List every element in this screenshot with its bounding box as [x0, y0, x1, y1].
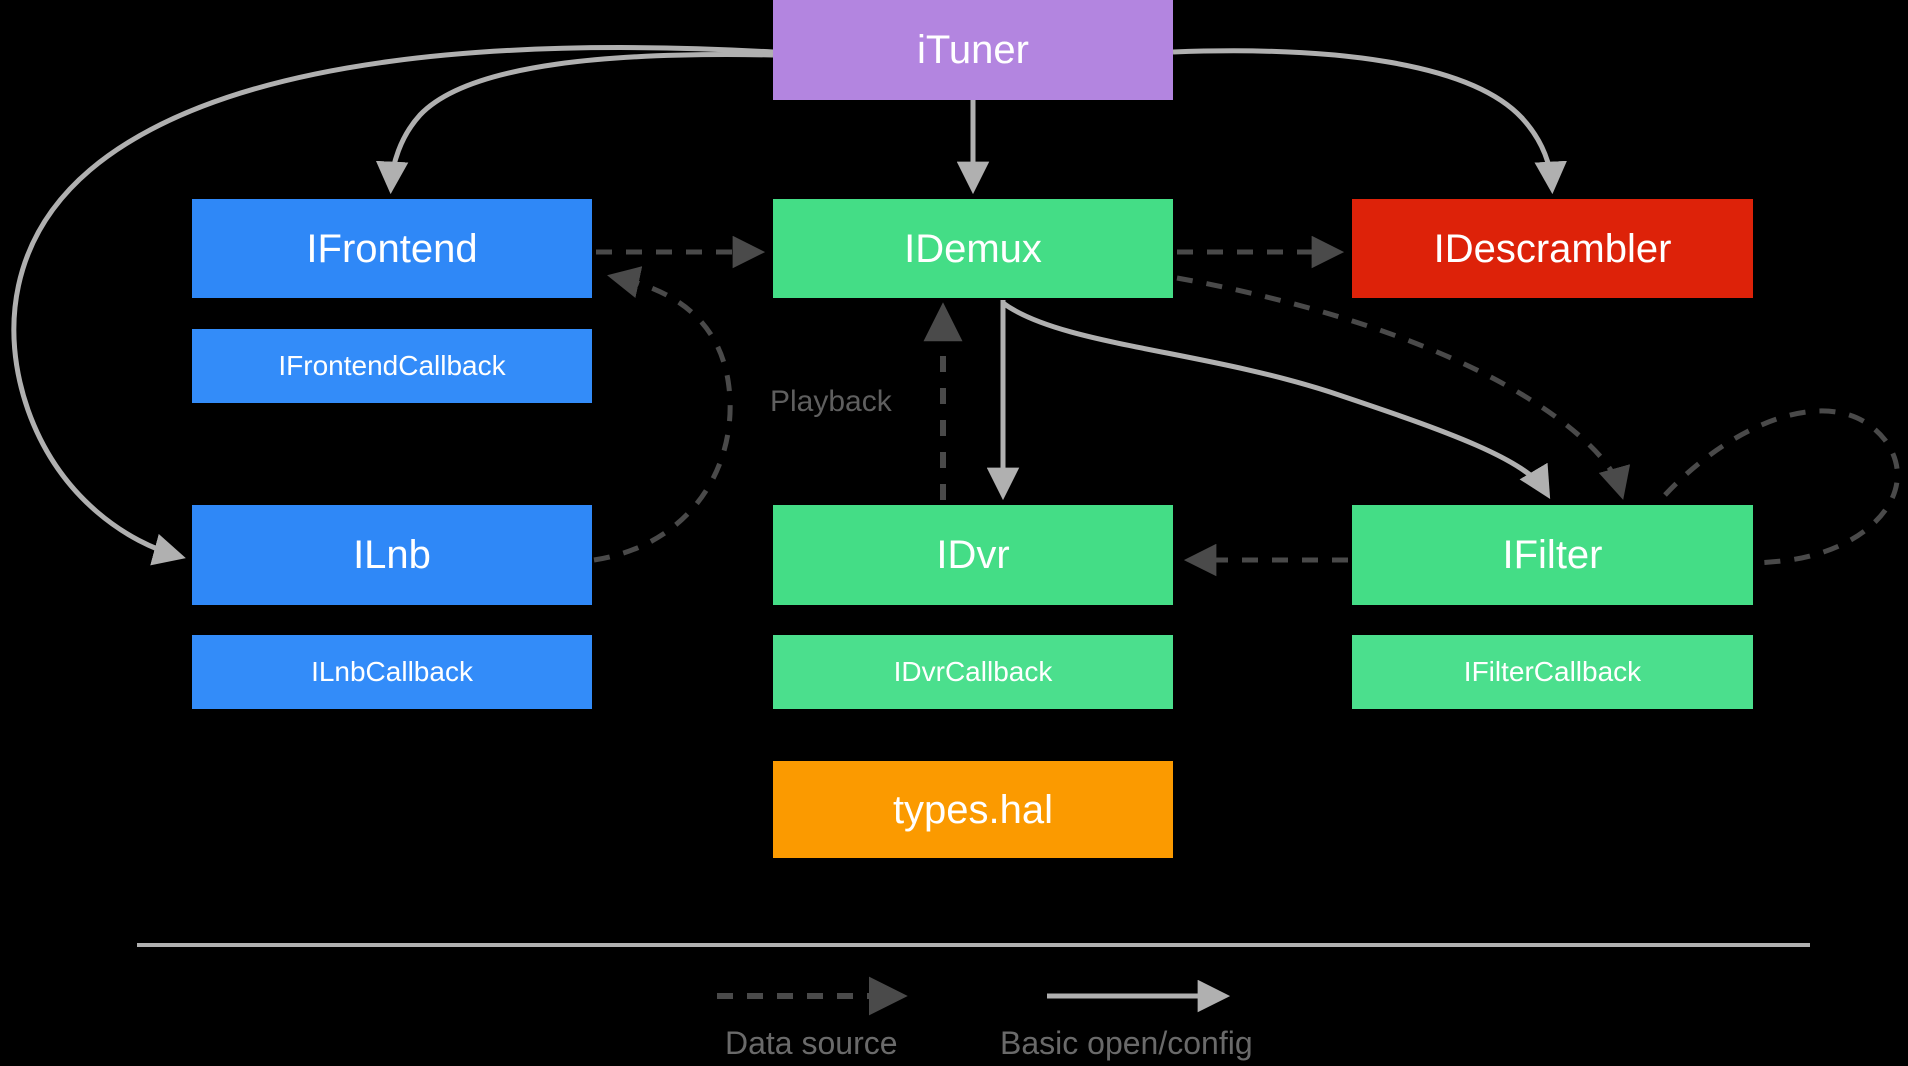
node-ifrontend-label: IFrontend: [306, 226, 478, 271]
node-ilnbcallback[interactable]: ILnbCallback: [192, 635, 592, 709]
edge-ilnb-ifrontend: [593, 266, 733, 563]
edge-ituner-ifrontend: [375, 52, 774, 195]
node-ifiltercallback[interactable]: IFilterCallback: [1352, 635, 1753, 709]
node-idescrambler[interactable]: IDescrambler: [1352, 199, 1753, 298]
node-ifilter[interactable]: IFilter: [1352, 505, 1753, 605]
node-idvr[interactable]: IDvr: [773, 505, 1173, 605]
node-ifrontendcallback-label: IFrontendCallback: [278, 349, 506, 381]
node-typeshal[interactable]: types.hal: [773, 761, 1173, 858]
edge-idemux-ifilter-data: [1176, 275, 1631, 500]
edge-idemux-ifilter: [1001, 300, 1551, 499]
node-idvr-label: IDvr: [936, 533, 1010, 577]
node-ituner[interactable]: iTuner: [773, 0, 1173, 100]
edge-ituner-idescrambler: [1172, 48, 1567, 195]
node-typeshal-label: types.hal: [892, 787, 1054, 832]
node-ituner-label: iTuner: [917, 28, 1029, 72]
node-idemux-label: IDemux: [904, 226, 1042, 271]
node-ilnb-label: ILnb: [353, 533, 431, 577]
node-idvrcallback-label: IDvrCallback: [893, 655, 1053, 687]
edge-ituner-ilnb: [11, 45, 774, 566]
edge-label-playback: Playback: [770, 385, 892, 418]
node-ifilter-label: IFilter: [1502, 533, 1603, 577]
node-ifrontend[interactable]: IFrontend: [192, 199, 592, 298]
legend-divider: [137, 943, 1810, 947]
node-idescrambler-label: IDescrambler: [1433, 226, 1672, 271]
node-ilnbcallback-label: ILnbCallback: [311, 655, 473, 687]
node-ifrontendcallback[interactable]: IFrontendCallback: [192, 329, 592, 403]
node-ilnb[interactable]: ILnb: [192, 505, 592, 605]
legend-label-data-source: Data source: [725, 1025, 898, 1061]
node-ifiltercallback-label: IFilterCallback: [1463, 655, 1642, 687]
node-idvrcallback[interactable]: IDvrCallback: [773, 635, 1173, 709]
legend-label-basic-open-config: Basic open/config: [1000, 1025, 1253, 1061]
node-idemux[interactable]: IDemux: [773, 199, 1173, 298]
